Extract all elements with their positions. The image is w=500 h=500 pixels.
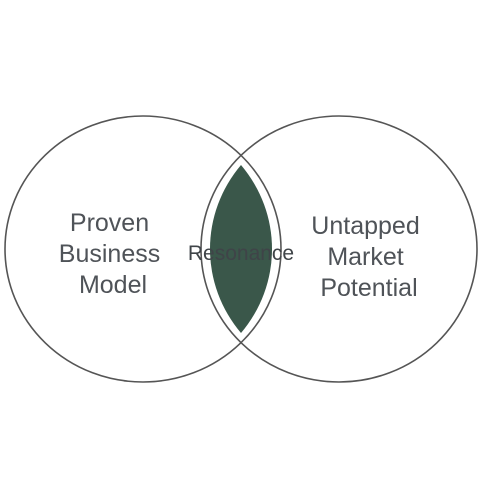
- overlap-label: Resonance: [188, 242, 294, 265]
- right-set-line-3: Potential: [320, 274, 417, 302]
- right-circle: [200, 115, 478, 383]
- overlap-region: [209, 165, 273, 333]
- right-set-line-1: Untapped: [311, 212, 419, 240]
- left-set-label: Proven Business Model: [59, 209, 167, 299]
- left-set-line-3: Model: [79, 271, 147, 299]
- left-set-line-2: Business: [59, 240, 160, 268]
- right-set-line-2: Market: [327, 243, 403, 271]
- left-set-line-1: Proven: [70, 209, 149, 237]
- right-set-label: Untapped Market Potential: [311, 212, 426, 302]
- left-circle: [4, 115, 282, 383]
